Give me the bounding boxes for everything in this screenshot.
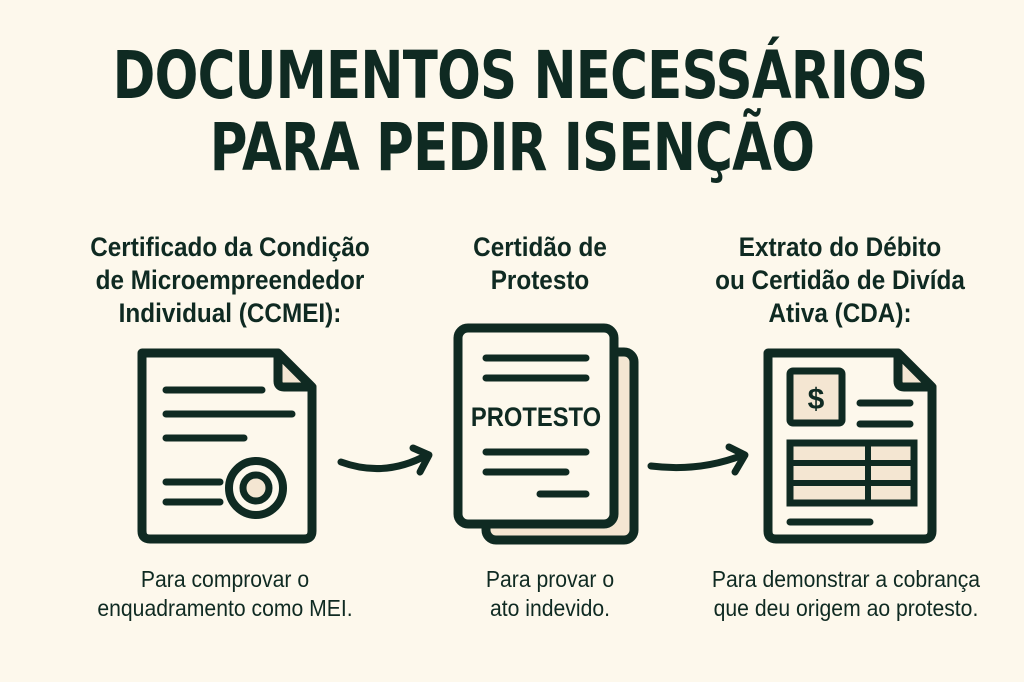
- protest-document-icon: PROTESTO: [453, 323, 639, 545]
- dollar-sign: $: [808, 383, 825, 416]
- debt-statement-icon: $: [763, 348, 937, 544]
- document-heading-cda: Extrato do Débito ou Certidão de Divída …: [696, 231, 984, 330]
- document-heading-ccmei: Certificado da Condição de Microempreend…: [59, 231, 401, 330]
- description-line: ato indevido.: [489, 595, 611, 621]
- title-line-2: PARA PEDIR ISENÇÃO: [209, 109, 815, 186]
- protest-label: PROTESTO: [471, 403, 601, 433]
- arrow-right-icon: [337, 444, 433, 476]
- heading-line: Certidão de: [473, 232, 607, 262]
- arrow-right-icon: [647, 443, 749, 476]
- description-line: Para provar o: [485, 566, 615, 592]
- document-description-cda: Para demonstrar a cobrança que deu orige…: [690, 565, 1003, 623]
- description-line: que deu origem ao protesto.: [713, 595, 979, 621]
- certificate-document-icon: [137, 348, 317, 544]
- description-line: Para demonstrar a cobrança: [711, 566, 981, 592]
- document-heading-protesto: Certidão de Protesto: [423, 231, 657, 297]
- heading-line: Individual (CCMEI):: [118, 298, 342, 328]
- page-title: DOCUMENTOS NECESSÁRIOS PARA PEDIR ISENÇÃ…: [112, 37, 929, 186]
- heading-line: de Microempreendedor: [95, 265, 365, 295]
- title-line-1: DOCUMENTOS NECESSÁRIOS: [112, 37, 929, 114]
- document-description-protesto: Para provar o ato indevido.: [449, 565, 651, 623]
- document-description-ccmei: Para comprovar o enquadramento como MEI.: [55, 565, 395, 623]
- heading-line: Certificado da Condição: [90, 232, 370, 262]
- description-line: Para comprovar o: [140, 566, 310, 592]
- heading-line: ou Certidão de Divída: [715, 265, 965, 295]
- heading-line: Extrato do Débito: [738, 232, 942, 262]
- heading-line: Protesto: [490, 265, 590, 295]
- description-line: enquadramento como MEI.: [97, 595, 353, 621]
- heading-line: Ativa (CDA):: [768, 298, 912, 328]
